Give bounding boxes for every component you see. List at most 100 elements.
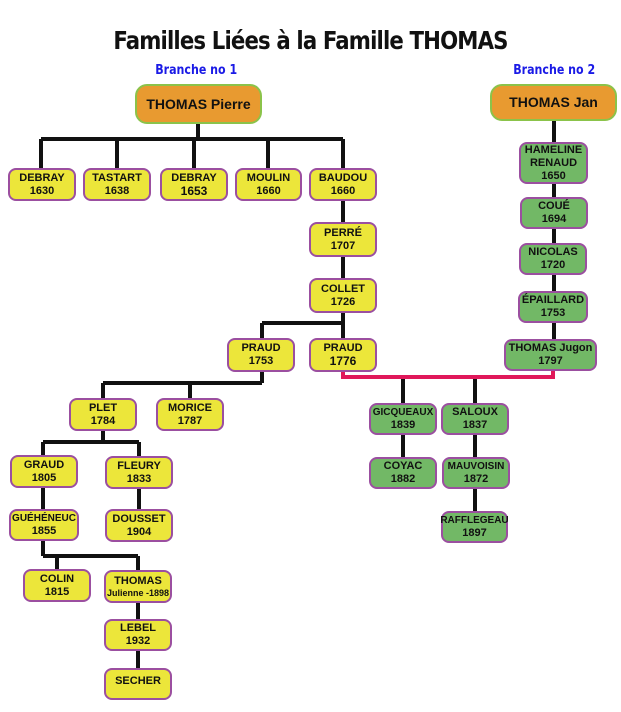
node-year: 1720: [540, 259, 566, 271]
node-year: 1650: [541, 169, 566, 182]
node-year: 1726: [330, 295, 356, 308]
node-name: GRAUD: [23, 458, 65, 471]
node-name: DEBRAY: [19, 171, 65, 184]
node-name: MOULIN: [246, 171, 291, 184]
node-name: SALOUX: [452, 406, 498, 418]
node-year: 1638: [104, 184, 130, 197]
node-name: DOUSSET: [112, 512, 166, 525]
connector: [39, 124, 345, 168]
node-name: THOMAS Jan: [509, 94, 598, 110]
node-year: 1753: [540, 307, 566, 319]
node-name: COUÉ: [538, 200, 570, 212]
node-year: 1694: [541, 213, 567, 225]
branch-1-label: Branche no 1: [155, 63, 238, 78]
node-year: 1904: [126, 525, 152, 538]
node-name: MORICE: [168, 401, 212, 414]
branch-2-label: Branche no 2: [513, 63, 596, 78]
node-name: SECHER: [115, 675, 161, 687]
node-name: PERRÉ: [324, 226, 362, 239]
node-year: 1660: [256, 184, 281, 197]
node-year: 1882: [390, 473, 416, 485]
node-secher: SECHER: [104, 668, 172, 700]
node-name: FLEURY: [117, 459, 161, 472]
node-name: NICOLAS: [528, 246, 578, 258]
node-year: 1753: [248, 355, 274, 367]
node-year: 1833: [126, 472, 152, 485]
node-name: GUÉHÉNEUC: [12, 513, 76, 524]
node-name: THOMAS: [114, 574, 162, 587]
node-year: 1897: [462, 527, 487, 539]
connector: [401, 377, 477, 511]
node-name: ÉPAILLARD: [521, 294, 585, 306]
node-name: PRAUD: [241, 342, 281, 354]
node-name: HAMELINE: [524, 143, 583, 156]
node-year: 1660: [330, 184, 356, 197]
node-name: RENAUD: [529, 156, 578, 169]
marriage-link: [341, 371, 555, 379]
node-year: 1872: [463, 473, 489, 485]
node-year: 1653: [180, 183, 208, 198]
node-thomas-jan: THOMAS Jan: [490, 84, 617, 121]
page-title: Familles Liées à la Famille THOMAS: [113, 26, 508, 55]
node-year: 1630: [29, 184, 55, 197]
node-name: PRAUD: [323, 342, 363, 354]
node-name: COLIN: [39, 572, 75, 585]
node-year: 1805: [31, 471, 57, 484]
node-name: GICQUEAUX: [372, 407, 434, 418]
node-year: 1839: [390, 419, 416, 431]
connector: [41, 431, 141, 509]
node-name: TASTART: [92, 171, 142, 184]
node-name: COYAC: [383, 460, 423, 472]
node-name: BAUDOU: [318, 171, 368, 184]
node-name: COLLET: [321, 282, 365, 295]
connector: [101, 372, 264, 398]
node-name: THOMAS Jugon: [508, 342, 593, 354]
node-name: LEBEL: [119, 622, 157, 634]
node-name: PLET: [88, 401, 118, 414]
node-thomas-pierre: THOMAS Pierre: [135, 84, 262, 124]
connector: [260, 201, 345, 338]
node-year: Julienne -1898: [106, 587, 170, 598]
node-name: RAFFLEGEAU: [440, 515, 509, 526]
node-year: 1784: [90, 414, 116, 427]
node-year: 1815: [44, 585, 70, 598]
node-name: DEBRAY: [171, 171, 217, 184]
node-name: THOMAS Pierre: [146, 95, 251, 112]
node-year: 1837: [462, 419, 488, 431]
node-name: MAUVOISIN: [447, 461, 505, 472]
node-year: 1797: [538, 355, 563, 367]
connector: [41, 541, 140, 668]
node-year: 1707: [330, 239, 356, 252]
node-year: 1787: [177, 414, 203, 427]
node-year: 1855: [31, 525, 57, 537]
